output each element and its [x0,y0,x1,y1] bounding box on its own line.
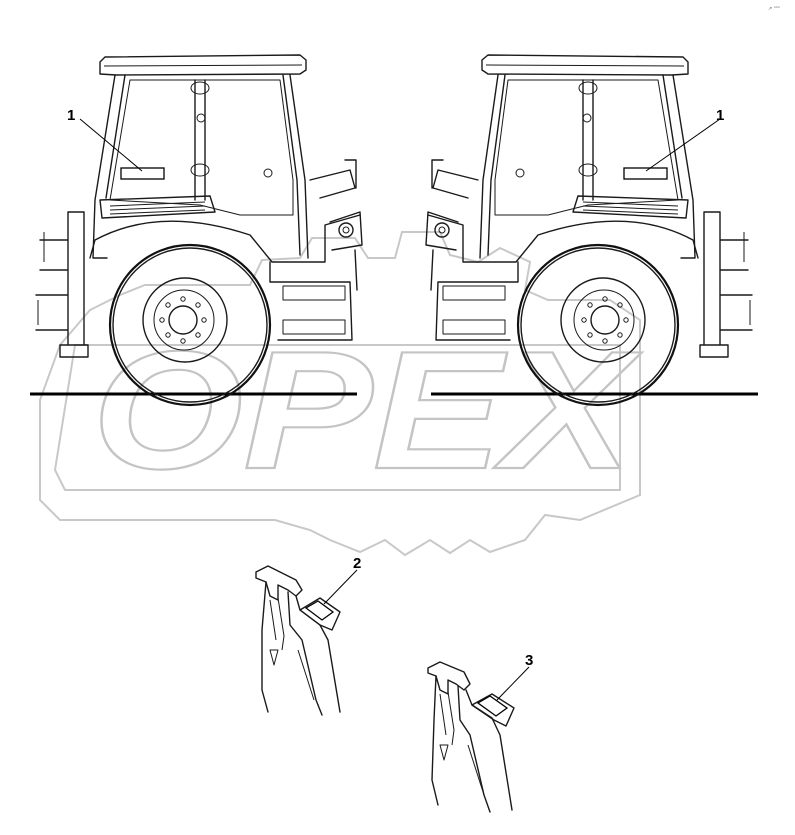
front-arm-right [425,159,479,291]
leader-1-right [645,118,721,172]
wheel-tire-left [108,243,272,407]
step-lower-left [282,319,346,335]
decal-1-left [120,167,165,180]
lever-2-handle [255,565,303,601]
handle-left [263,168,273,178]
cab-roof-left [99,54,307,76]
body-lower-left [269,261,353,341]
hinge-bottom-left [190,163,210,177]
step-lower-right [442,319,506,335]
watermark: OPEX [39,231,643,557]
pivot-pin-right [438,226,446,234]
rear-frame-left [35,211,89,358]
front-arm-left [309,159,363,291]
grille-slats-right [582,201,679,215]
machine-left-side-view: 1 [30,54,363,407]
cab-roof-edge-left [103,64,303,67]
decal-2 [304,600,335,621]
lever-3-slot [439,744,449,761]
wheel-rim-inner-left [153,289,215,351]
cab-pillar-left [194,79,206,201]
corner-mark: ↗ ⁿⁿⁿ [768,6,780,12]
wheel-rim-inner-right [573,289,635,351]
callout-1-left: 1 [67,107,75,124]
lever-3-panel [471,693,515,727]
wheel-bolts-left [159,296,207,344]
lever-2-slot [269,649,279,666]
grille-slats-left [109,201,206,215]
hinge-top-right [578,81,598,95]
callout-3: 3 [525,652,533,669]
pivot-pin-left [342,226,350,234]
watermark-gear [39,231,641,557]
rear-linkage-left [37,232,45,325]
lever-3-detail [439,691,485,796]
wheel-bolts-right [581,296,629,344]
fender-left [89,214,361,263]
cab-pillar-right [582,79,594,201]
side-grille-left [99,195,216,219]
cab-frame-left [92,74,309,259]
wheel-tire-right [516,243,680,407]
decal-1-right [623,167,668,180]
cab-roof-edge-right [485,64,685,67]
control-lever-3: 3 [427,652,533,813]
step-upper-left [282,285,346,301]
cab-window-right [494,79,679,216]
lever-3-handle [427,661,471,695]
cab-roof-right [481,54,689,76]
step-upper-right [442,285,506,301]
lever-2-body [261,581,341,716]
watermark-gear-inner [53,344,621,491]
control-lever-2: 2 [255,555,361,716]
leader-1-left [79,118,143,172]
pivot-right [434,222,450,238]
lever-2-panel [299,597,341,631]
cab-frame-right [479,74,696,259]
wheel-tire-inner-left [112,247,268,403]
wheel-tire-inner-right [520,247,676,403]
rear-frame-right [699,211,753,358]
hinge-top-left [190,81,210,95]
leader-2 [323,569,358,605]
watermark-text: OPEX [92,316,642,504]
lever-2-detail [269,597,315,701]
callout-1-right: 1 [716,107,724,124]
wheel-hub-left [168,305,198,335]
handle-right [515,168,525,178]
side-grille-right [572,195,689,219]
fender-right [427,214,699,263]
leader-3 [496,666,530,701]
callout-2: 2 [353,555,361,572]
latch-left [196,113,206,123]
latch-right [582,113,592,123]
hinge-bottom-right [578,163,598,177]
wheel-hub-right [590,305,620,335]
machine-right-side-view [425,54,758,407]
decal-3 [476,695,509,717]
body-lower-right [435,261,519,341]
wheel-rim-left [142,277,228,363]
wheel-rim-right [560,277,646,363]
rear-linkage-right [743,232,751,325]
pivot-left [338,222,354,238]
cab-window-left [109,79,294,216]
